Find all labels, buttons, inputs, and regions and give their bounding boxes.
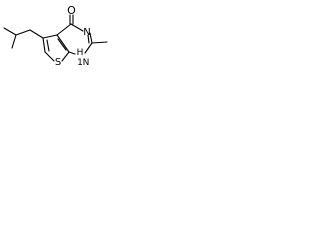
bond-c6-s <box>44 51 55 62</box>
bond-ch-ch2 <box>15 29 31 36</box>
atom-sulfur: S <box>55 57 61 68</box>
atom-nh-hydrogen: H <box>77 48 84 58</box>
bond-ch3-a <box>3 27 17 36</box>
bond-c4-n3 <box>70 23 84 32</box>
bond-c5-c6 <box>42 37 46 53</box>
atom-nh-locant: 1 <box>77 58 83 68</box>
bond-c4a-c7a-double <box>57 38 67 51</box>
bond-c2-ch3 <box>91 41 108 44</box>
bond-ch3-b <box>11 34 17 49</box>
bond-c5-c4 <box>42 34 58 39</box>
atom-nh-nitrogen: N <box>83 58 90 68</box>
bond-c4a-c4 <box>56 23 72 36</box>
bond-c5-c6-double <box>46 39 50 52</box>
molecule-diagram: O N S H 1 N <box>3 4 108 68</box>
bond-n3-c2-double <box>87 34 90 44</box>
bond-n3-c2 <box>89 32 93 44</box>
bond-c4a-c7a <box>56 34 70 53</box>
bond-c2-n1 <box>84 42 93 54</box>
bond-ch2-ring <box>29 29 44 39</box>
atom-ring-nitrogen: N <box>83 27 90 38</box>
bond-n1-c7a <box>68 51 76 55</box>
atom-oxygen: O <box>67 4 76 17</box>
bond-s-c7a <box>61 51 70 62</box>
